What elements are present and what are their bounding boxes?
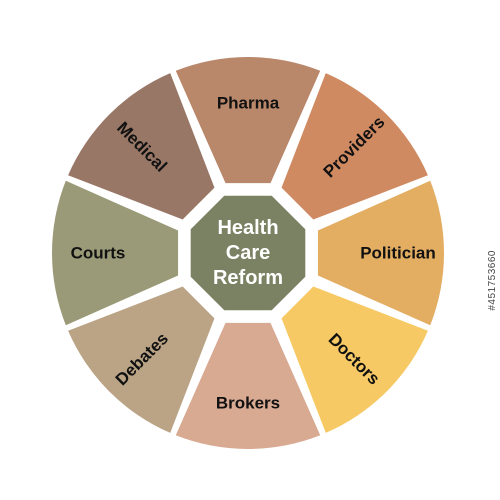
center-title-line: Reform — [213, 267, 283, 289]
segment-courts — [52, 180, 179, 326]
segment-label-pharma: Pharma — [217, 94, 280, 113]
segment-medical — [68, 73, 215, 220]
segment-politician — [317, 180, 444, 326]
segment-providers — [281, 73, 428, 220]
segment-label-brokers: Brokers — [216, 394, 280, 413]
segment-label-courts: Courts — [71, 244, 126, 263]
stock-id-watermark: #451753660 — [487, 250, 498, 311]
segment-debates — [68, 286, 215, 433]
center-title-line: Health — [217, 217, 278, 239]
center-octagon — [190, 195, 306, 311]
segment-pharma — [175, 57, 321, 184]
segment-doctors — [281, 286, 428, 433]
segment-label-politician: Politician — [360, 244, 436, 263]
center-title-line: Care — [226, 242, 270, 264]
segment-brokers — [175, 322, 321, 449]
